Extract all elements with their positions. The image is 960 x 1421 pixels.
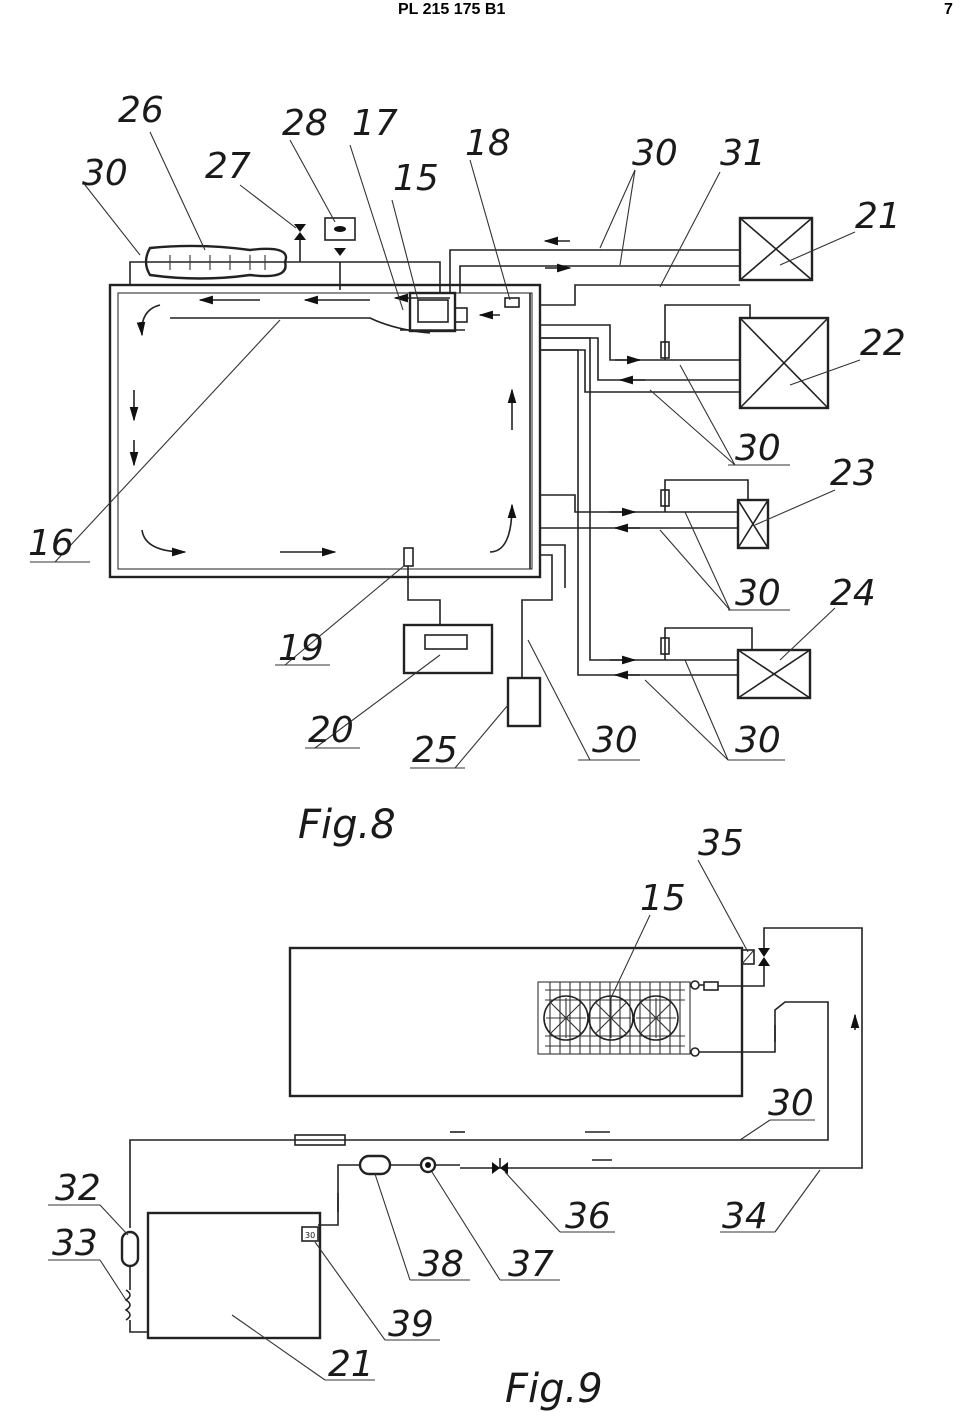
label-16: 16 <box>28 523 74 564</box>
air-flow-arrows <box>129 293 517 557</box>
fig9-pipework <box>129 927 863 1228</box>
filter-28 <box>324 217 356 256</box>
valve-27 <box>294 224 306 240</box>
evaporator-unit-15 <box>400 291 468 333</box>
label-30-b: 30 <box>632 133 678 174</box>
figure-9: 30 <box>48 823 863 1412</box>
cylinder-26 <box>144 244 288 280</box>
leader-lines-fig8 <box>30 131 861 769</box>
label-15-fig9: 15 <box>640 878 686 919</box>
label-24: 24 <box>830 573 876 614</box>
outdoor-unit-22 <box>738 316 830 410</box>
label-30-c: 30 <box>735 428 781 469</box>
page-number: 7 <box>944 1 953 18</box>
suction-line-components: 30 <box>301 1154 520 1242</box>
cold-room-box <box>288 946 744 1098</box>
label-30-e: 30 <box>592 720 638 761</box>
outdoor-unit-23 <box>736 498 770 550</box>
label-21-fig8: 21 <box>855 196 901 237</box>
page-header: PL 215 175 B1 7 <box>0 0 960 22</box>
component-39 <box>301 1226 319 1242</box>
liquid-line-component <box>294 1134 346 1146</box>
label-26: 26 <box>118 90 164 131</box>
condensing-unit-21 <box>146 1211 322 1340</box>
controller-20 <box>402 623 494 675</box>
outdoor-unit-24 <box>736 648 812 700</box>
label-31: 31 <box>720 133 766 174</box>
component-39-text: 30 <box>305 1231 315 1240</box>
label-34: 34 <box>722 1196 768 1237</box>
figure-8-caption: Fig.8 <box>298 802 396 848</box>
room-inner-wall <box>117 292 533 570</box>
unit-25 <box>506 676 542 728</box>
label-20: 20 <box>308 710 354 751</box>
label-37: 37 <box>508 1244 554 1285</box>
label-28: 28 <box>282 103 328 144</box>
top-pipework <box>129 240 740 306</box>
sensor-19 <box>403 547 414 567</box>
label-39: 39 <box>388 1304 434 1345</box>
receiver-32 <box>120 1230 148 1333</box>
label-30-f: 30 <box>735 720 781 761</box>
expansion-valve-35 <box>703 948 770 991</box>
label-25: 25 <box>412 730 458 771</box>
figure-9-caption: Fig.9 <box>505 1366 603 1412</box>
outdoor-unit-21 <box>738 216 814 282</box>
label-23: 23 <box>830 453 876 494</box>
patent-number: PL 215 175 B1 <box>398 1 506 18</box>
label-35: 35 <box>698 823 744 864</box>
label-36: 36 <box>565 1196 611 1237</box>
room-outer-wall <box>108 283 542 579</box>
label-15-fig8: 15 <box>393 158 439 199</box>
label-21-fig9: 21 <box>328 1344 374 1385</box>
component-38 <box>358 1154 392 1176</box>
label-19: 19 <box>278 628 324 669</box>
label-27: 27 <box>205 146 251 187</box>
leader-lines-fig9 <box>48 859 821 1381</box>
right-pipework <box>521 236 753 680</box>
label-38: 38 <box>418 1244 464 1285</box>
label-30-g: 30 <box>768 1083 814 1124</box>
label-17: 17 <box>352 103 398 144</box>
sensor-18 <box>504 297 520 308</box>
label-18: 18 <box>465 123 511 164</box>
label-22: 22 <box>860 323 906 364</box>
figure-8: 26 28 17 30 27 15 18 30 31 21 22 16 30 2… <box>28 90 906 848</box>
label-30-d: 30 <box>735 573 781 614</box>
label-30-a: 30 <box>82 153 128 194</box>
label-32: 32 <box>55 1168 101 1209</box>
evaporator-15-fig9 <box>537 980 700 1057</box>
label-33: 33 <box>52 1223 98 1264</box>
wire-19-20 <box>407 566 441 625</box>
